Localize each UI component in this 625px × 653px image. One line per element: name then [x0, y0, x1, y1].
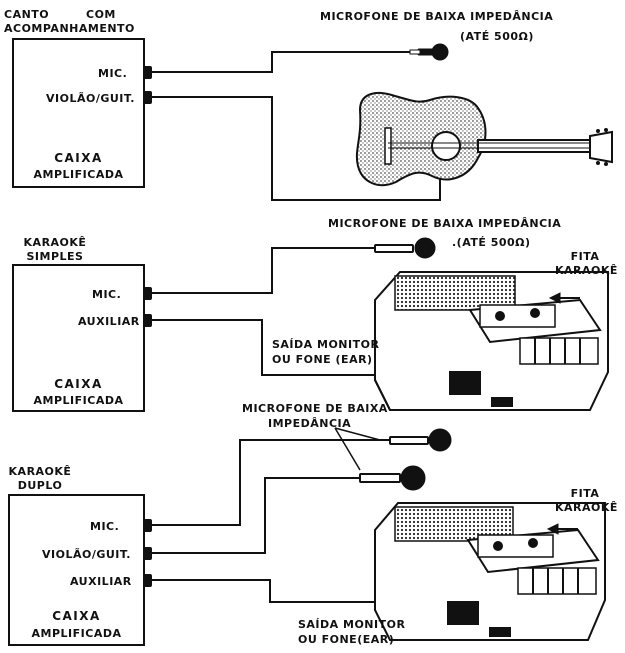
output-label: SAÍDA MONITOR	[298, 618, 406, 631]
microphone-label: MICROFONE DE BAIXA IMPEDÂNCIA	[328, 217, 562, 230]
input-label: MIC.	[92, 288, 122, 301]
amplifier-label: AMPLIFICADA	[31, 627, 122, 640]
input-label: VIOLÃO/GUIT.	[42, 548, 131, 561]
tape-label: KARAOKÊ	[555, 501, 618, 514]
microphone-label: IMPEDÂNCIA	[268, 417, 352, 430]
input-label: MIC.	[90, 520, 120, 533]
microphone-icon	[389, 428, 452, 452]
guitar-icon	[355, 92, 613, 187]
amplifier-box	[8, 494, 145, 646]
microphone-icon	[359, 465, 426, 491]
output-label: OU FONE(EAR)	[298, 633, 395, 646]
amplifier-box	[12, 264, 145, 412]
section-title: KARAOKÊ	[8, 465, 72, 478]
input-label: MIC.	[98, 67, 128, 80]
cassette-player-icon	[374, 502, 606, 641]
tape-label: FITA	[570, 250, 600, 263]
input-jack	[143, 574, 152, 587]
label-pointer	[334, 427, 381, 471]
input-label: VIOLÃO/GUIT.	[46, 92, 135, 105]
cassette-player-icon	[374, 271, 609, 411]
tape-label: FITA	[570, 487, 600, 500]
input-label: AUXILIAR	[78, 315, 140, 328]
wire-aux-2	[152, 319, 425, 376]
amplifier-box	[12, 38, 145, 188]
wire-mic-2	[152, 247, 375, 294]
section-title: ACOMPANHAMENTO	[4, 22, 135, 35]
amplifier-label: CAIXA	[52, 609, 101, 623]
arrow-icon	[546, 523, 578, 535]
microphone-spec: (ATÉ 500Ω)	[460, 30, 534, 43]
input-jack	[143, 314, 152, 327]
microphone-spec: .(ATÉ 500Ω)	[452, 236, 531, 249]
amplifier-label: AMPLIFICADA	[33, 168, 124, 181]
section-title: DUPLO	[17, 479, 63, 492]
wire-mic-3a	[152, 439, 390, 526]
microphone-label: MICROFONE DE BAIXA	[242, 402, 388, 415]
output-label: OU FONE (EAR)	[272, 353, 373, 366]
amplifier-label: CAIXA	[54, 151, 103, 165]
arrow-icon	[548, 292, 580, 304]
wire-guitar-1	[152, 96, 441, 201]
input-jack	[143, 547, 152, 560]
input-label: AUXILIAR	[70, 575, 132, 588]
input-jack	[143, 519, 152, 532]
microphone-label: MICROFONE DE BAIXA IMPEDÂNCIA	[320, 10, 554, 23]
section-title: COM	[86, 8, 116, 21]
input-jack	[143, 91, 152, 104]
microphone-icon	[374, 237, 436, 259]
input-jack	[143, 287, 152, 300]
section-title: KARAOKÊ	[23, 236, 87, 249]
wire-aux-3	[152, 579, 428, 603]
output-label: SAÍDA MONITOR	[272, 338, 380, 351]
microphone-icon	[409, 43, 449, 61]
wire-guitar-3	[152, 477, 360, 554]
section-title: CANTO	[4, 8, 50, 21]
tape-label: KARAOKÊ	[555, 264, 618, 277]
amplifier-label: CAIXA	[54, 377, 103, 391]
input-jack	[143, 66, 152, 79]
section-title: SIMPLES	[26, 250, 84, 263]
wire-mic-1	[152, 51, 420, 73]
amplifier-label: AMPLIFICADA	[33, 394, 124, 407]
